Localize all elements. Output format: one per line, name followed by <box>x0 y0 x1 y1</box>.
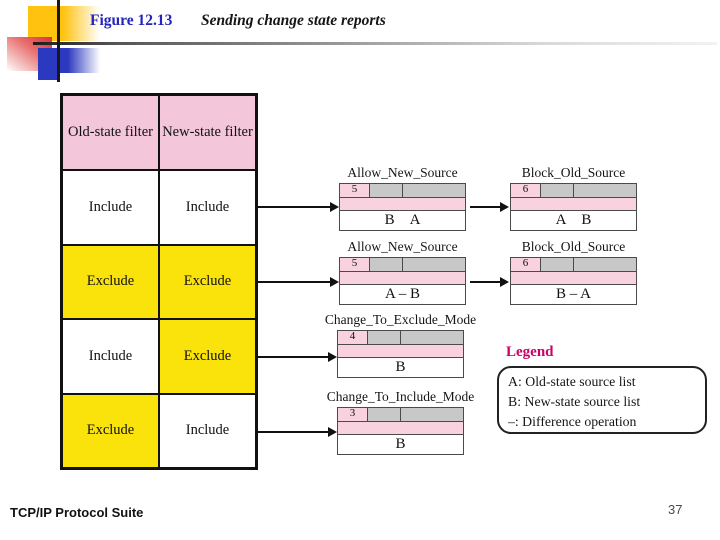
packet-change-to-exclude-mode: Change_To_Exclude_Mode 4 B <box>325 312 476 378</box>
packet-payload: B – A <box>511 285 636 304</box>
arrow-row2-to-packet <box>258 277 339 287</box>
table-cell-row1-old: Include <box>62 170 159 245</box>
packet-type-value: 3 <box>338 408 368 421</box>
logo-blue-square-lower <box>38 48 58 80</box>
packet-field-gray <box>541 258 574 271</box>
packet-label: Change_To_Exclude_Mode <box>324 312 477 327</box>
legend-item-dash: –: Difference operation <box>508 414 637 429</box>
slide-title: Sending change state reports <box>201 12 386 29</box>
packet-record: 5 B A <box>339 183 466 231</box>
logo-yellow-square <box>28 6 100 41</box>
header-divider-line <box>33 42 717 45</box>
packet-payload: A – B <box>340 285 465 304</box>
packet-record: 6 A B <box>510 183 637 231</box>
table-cell-row3-new: Exclude <box>159 319 256 394</box>
packet-record: 3 B <box>337 407 464 455</box>
packet-change-to-include-mode: Change_To_Include_Mode 3 B <box>327 389 474 455</box>
packet-payload: B <box>338 435 463 454</box>
arrow-row1-between-packets <box>470 202 509 212</box>
page-number: 37 <box>668 502 683 517</box>
packet-field-pink <box>338 345 463 358</box>
table-cell-row3-old: Include <box>62 319 159 394</box>
legend-box: A: Old-state source list B: New-state so… <box>497 366 707 434</box>
packet-field-pink <box>338 422 463 435</box>
packet-label: Block_Old_Source <box>521 239 626 254</box>
packet-type-value: 6 <box>511 258 541 271</box>
legend-title: Legend <box>506 344 554 360</box>
figure-number-label: Figure 12.13 <box>90 12 173 29</box>
packet-label: Change_To_Include_Mode <box>326 389 475 404</box>
packet-type-value: 4 <box>338 331 368 344</box>
packet-field-pink <box>340 198 465 211</box>
arrow-row1-to-packet <box>258 202 339 212</box>
packet-field-gray <box>573 184 636 197</box>
packet-payload: B A <box>340 211 465 230</box>
packet-block-old-source-1: Block_Old_Source 6 A B <box>510 165 637 231</box>
packet-field-gray <box>370 258 403 271</box>
packet-record: 4 B <box>337 330 464 378</box>
packet-record: 6 B – A <box>510 257 637 305</box>
packet-field-gray <box>368 408 401 421</box>
packet-field-gray <box>402 184 465 197</box>
packet-type-value: 5 <box>340 258 370 271</box>
legend-item-a: A: Old-state source list <box>508 374 636 389</box>
packet-field-gray <box>400 408 463 421</box>
legend-item-b: B: New-state source list <box>508 394 641 409</box>
table-cell-row4-new: Include <box>159 393 256 468</box>
table-cell-row1-new: Include <box>159 170 256 245</box>
packet-record: 5 A – B <box>339 257 466 305</box>
arrow-row3-to-packet <box>258 352 337 362</box>
arrow-row4-to-packet <box>258 427 337 437</box>
packet-label: Block_Old_Source <box>521 165 626 180</box>
packet-field-pink <box>340 272 465 285</box>
packet-field-gray <box>368 331 401 344</box>
packet-field-gray <box>400 331 463 344</box>
arrow-row2-between-packets <box>470 277 509 287</box>
packet-field-gray <box>541 184 574 197</box>
packet-field-gray <box>402 258 465 271</box>
packet-payload: A B <box>511 211 636 230</box>
footer-title: TCP/IP Protocol Suite <box>10 505 144 520</box>
table-header-old-state: Old-state filter <box>62 95 159 170</box>
table-cell-row2-old: Exclude <box>62 244 159 319</box>
packet-label: Allow_New_Source <box>347 165 458 180</box>
packet-payload: B <box>338 358 463 377</box>
table-cell-row4-old: Exclude <box>62 393 159 468</box>
packet-field-gray <box>573 258 636 271</box>
packet-field-gray <box>370 184 403 197</box>
packet-type-value: 6 <box>511 184 541 197</box>
packet-block-old-source-2: Block_Old_Source 6 B – A <box>510 239 637 305</box>
filter-table: Old-state filter New-state filter Includ… <box>60 93 258 470</box>
packet-field-pink <box>511 198 636 211</box>
table-header-new-state: New-state filter <box>159 95 256 170</box>
packet-allow-new-source-2: Allow_New_Source 5 A – B <box>339 239 466 305</box>
packet-type-value: 5 <box>340 184 370 197</box>
table-cell-row2-new: Exclude <box>159 244 256 319</box>
logo-vertical-line <box>57 0 60 82</box>
packet-field-pink <box>511 272 636 285</box>
packet-label: Allow_New_Source <box>347 239 458 254</box>
packet-allow-new-source-1: Allow_New_Source 5 B A <box>339 165 466 231</box>
